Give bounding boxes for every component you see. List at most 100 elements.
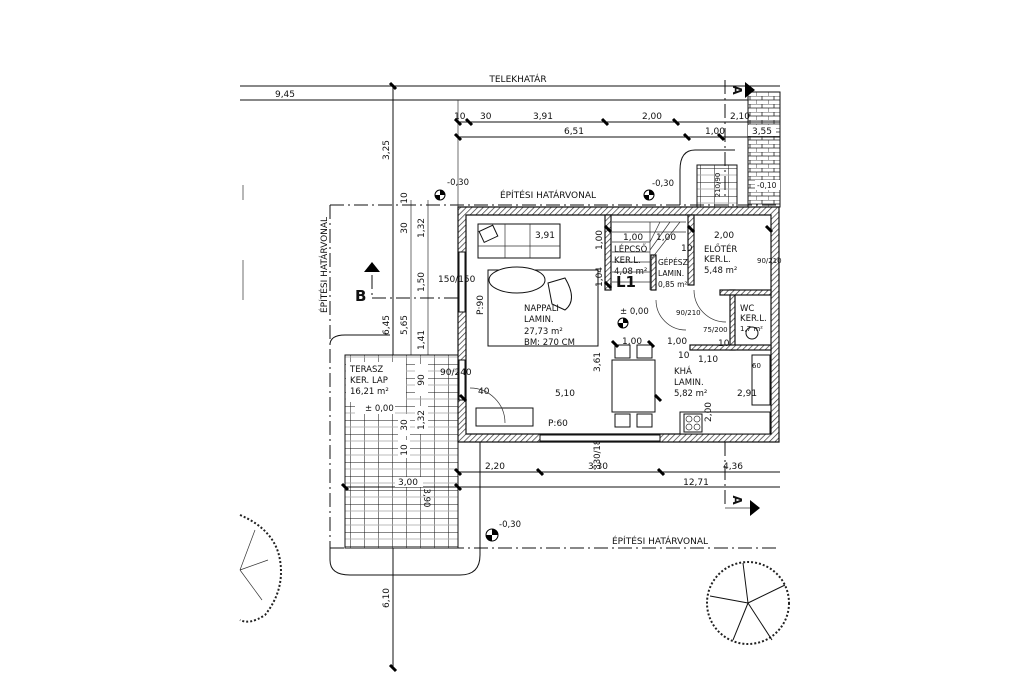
svg-text:2,10: 2,10 [730,112,750,122]
svg-text:1,00: 1,00 [705,127,725,137]
section-marker-b: B [355,262,458,305]
svg-text:LAMIN.: LAMIN. [674,378,704,388]
svg-text:0,85 m²: 0,85 m² [658,280,687,289]
svg-text:KER. LAP: KER. LAP [350,376,388,386]
svg-text:1,50: 1,50 [417,272,427,292]
dim-sofa: 3,91 [535,231,555,241]
left-dim-chain: 10 30 1,32 1,50 1,41 90 1,32 30 10 [398,192,428,458]
wc-door-dim: 75/200 [703,326,728,334]
stair: L1 [612,221,686,291]
svg-text:210/90: 210/90 [714,173,722,198]
svg-text:1,32: 1,32 [417,218,427,238]
svg-text:3,91: 3,91 [533,112,553,122]
svg-text:LÉPCSŐ: LÉPCSŐ [614,243,648,255]
svg-text:1,00: 1,00 [656,233,676,243]
level-terrace: ± 0,00 [365,404,394,414]
svg-text:2,20: 2,20 [485,462,505,472]
bottom-dimensions: 2,20 3,30 4,36 3,00 12,71 330/180 [340,434,780,492]
svg-text:10: 10 [454,112,466,122]
svg-text:5,82 m²: 5,82 m² [674,389,707,399]
svg-text:-0,10: -0,10 [757,181,777,190]
svg-text:10: 10 [400,192,410,204]
armchair [547,277,572,311]
svg-text:40: 40 [478,387,490,397]
svg-text:10: 10 [681,244,693,254]
svg-text:2,00: 2,00 [642,112,662,122]
svg-text:10: 10 [400,444,410,456]
svg-text:1,00: 1,00 [595,230,605,250]
svg-text:P:60: P:60 [548,419,568,429]
svg-text:3,30: 3,30 [588,462,608,472]
building-line-label-top: ÉPÍTÉSI HATÁRVONAL [500,189,596,201]
svg-text:KHÁ: KHÁ [674,365,692,377]
coffee-table [488,266,546,294]
toilet [745,326,759,340]
svg-text:1,00: 1,00 [667,337,687,347]
svg-text:12,71: 12,71 [683,478,709,488]
entrance-steps [696,164,738,208]
svg-text:± 0,00: ± 0,00 [620,307,649,317]
svg-text:A: A [730,495,744,505]
svg-text:30: 30 [480,112,492,122]
sofa [477,223,561,259]
tree-icon [706,561,790,645]
svg-text:90: 90 [417,374,427,386]
svg-text:WC: WC [740,304,754,314]
room-gepesz: GÉPÉSZ LAMIN. 0,85 m² [658,258,688,289]
svg-text:2,00: 2,00 [704,402,714,422]
house: L1 3,91 [457,206,780,443]
dim-left-top: 3,25 [382,140,392,160]
dim-top-left: 9,45 [275,90,295,100]
svg-text:P:90: P:90 [476,295,486,315]
plot-boundary: TELEKHATÁR 9,45 [240,73,780,101]
svg-text:330/180: 330/180 [593,434,603,469]
room-eloter: ELŐTÉR KER.L. 5,48 m² [704,243,737,276]
top-dimensions: 10 30 3,91 2,00 2,10 6,51 1,00 3,55 [453,80,780,207]
svg-text:1,04: 1,04 [595,267,605,287]
tree-icon-left [239,514,282,623]
svg-text:90/210: 90/210 [757,257,782,265]
dim-left-mid2: 5,65 [400,315,410,335]
svg-text:B: B [355,287,366,305]
interior-dimensions: 1,00 1,04 3,61 5,10 1,00 1,00 1,00 1,00 … [438,173,782,429]
svg-text:BM: 270 CM: BM: 270 CM [524,338,575,348]
building-line-label-left: ÉPÍTÉSI HATÁRVONAL [318,217,330,313]
svg-text:3,61: 3,61 [593,352,603,372]
svg-text:-0,30: -0,30 [499,520,521,530]
dim-left-mid: 6,45 [382,315,392,335]
room-kha: KHÁ LAMIN. 5,82 m² [674,365,707,399]
svg-text:10: 10 [678,351,690,361]
svg-text:TERASZ: TERASZ [349,365,383,375]
dining-table [611,359,656,413]
svg-text:60: 60 [752,362,761,370]
svg-text:30: 30 [400,419,410,431]
svg-text:6,51: 6,51 [564,127,584,137]
window-left-dim: 150/150 [438,275,476,285]
section-marker-a-bottom: A [724,442,760,516]
svg-text:KER.L.: KER.L. [704,255,731,265]
svg-text:3,00: 3,00 [398,478,418,488]
room-lepcso: LÉPCSŐ KER.L. 4,08 m² [614,243,648,277]
svg-text:10: 10 [718,339,730,349]
svg-text:90/210: 90/210 [676,309,701,317]
svg-text:1,10: 1,10 [698,355,718,365]
svg-text:27,73 m²: 27,73 m² [524,327,563,337]
svg-text:NAPPALI: NAPPALI [524,304,559,314]
svg-text:-0,30: -0,30 [447,178,469,188]
svg-text:KER.L.: KER.L. [740,314,767,324]
svg-text:-0,30: -0,30 [652,179,674,189]
rug [487,269,599,347]
svg-text:30: 30 [400,222,410,234]
stair-mark: L1 [616,273,636,291]
svg-text:16,21 m²: 16,21 m² [350,387,389,397]
svg-text:5,10: 5,10 [555,389,575,399]
svg-text:3,90: 3,90 [421,489,431,508]
svg-text:2,00: 2,00 [714,231,734,241]
room-wc: WC KER.L. 1,7 m² [740,304,767,333]
svg-text:1,41: 1,41 [417,330,427,350]
svg-text:KER.L.: KER.L. [614,256,641,266]
svg-text:ELŐTÉR: ELŐTÉR [704,243,737,255]
door-left-dim: 90/240 [440,368,472,378]
room-nappali: NAPPALI LAMIN. 27,73 m² BM: 270 CM [524,304,575,348]
plot-line-label: TELEKHATÁR [488,73,546,85]
